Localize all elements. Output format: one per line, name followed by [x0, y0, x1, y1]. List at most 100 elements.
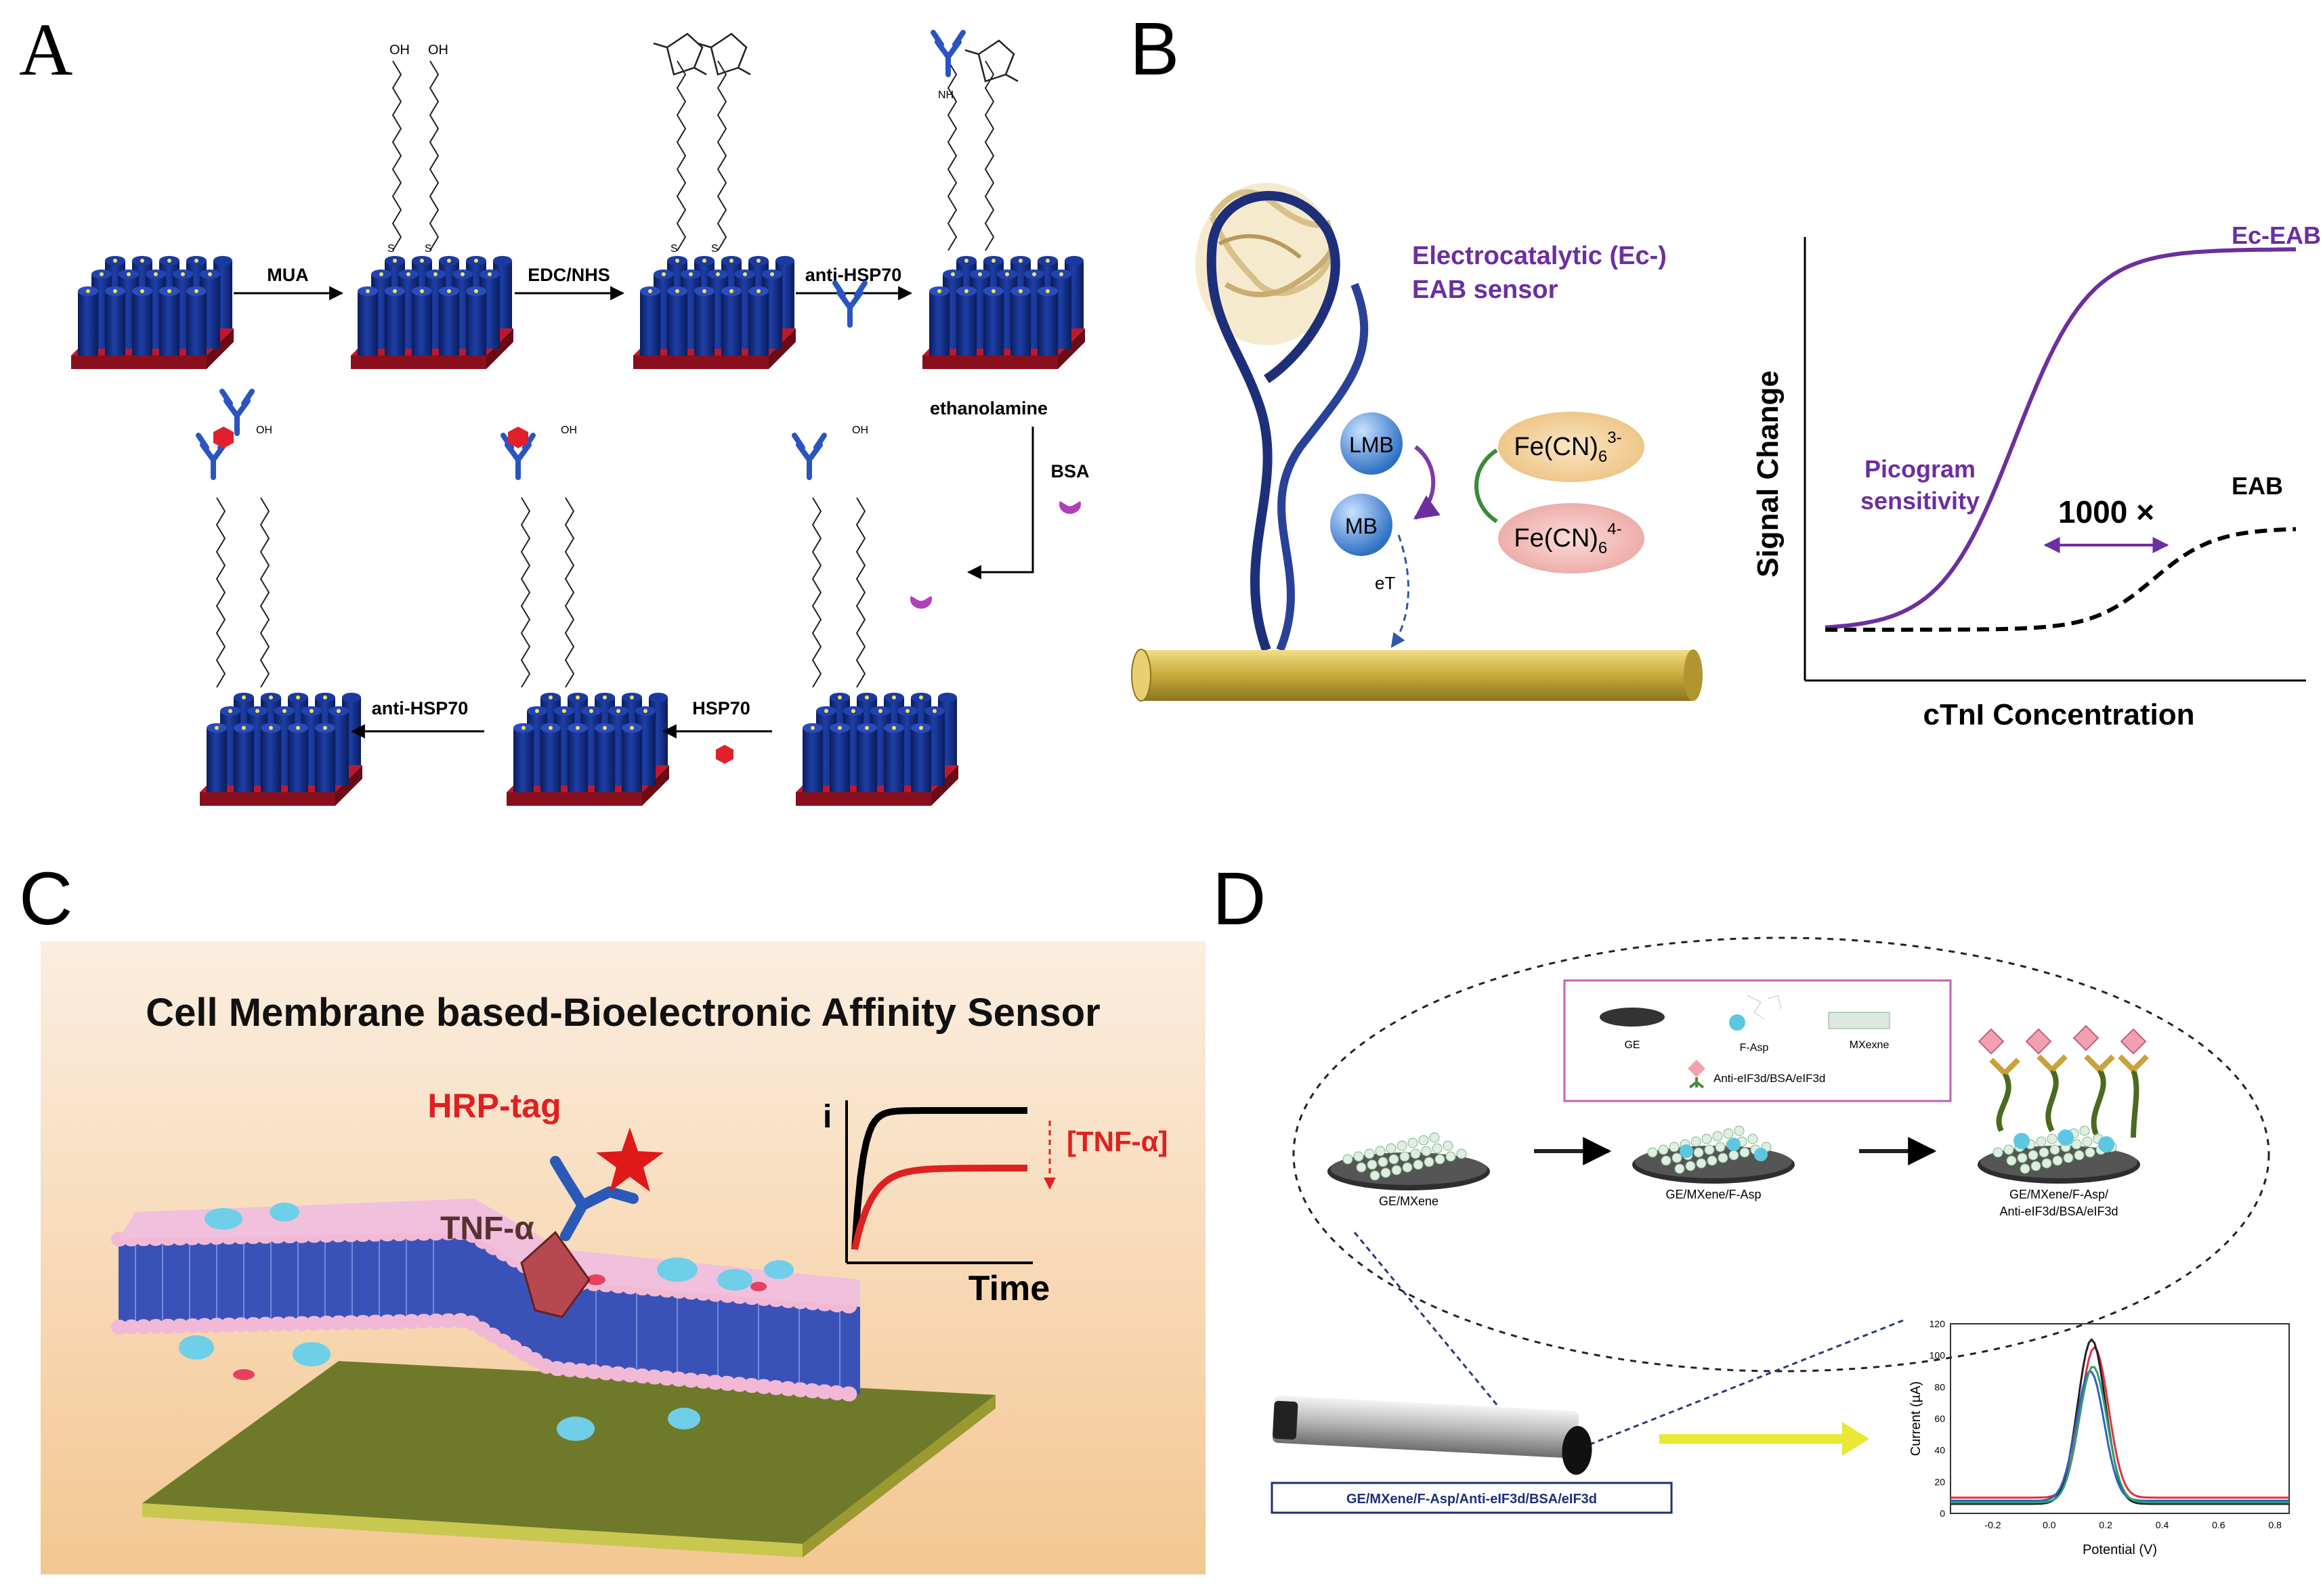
blocked-chains: OH [794, 425, 868, 688]
immunocomplex-stack [1978, 1025, 2149, 1152]
chart-y-label: Signal Change [1751, 370, 1785, 578]
sensor-label: EAB sensor [1412, 276, 1558, 304]
dpv-x-tick: 0.8 [2268, 1519, 2282, 1530]
annotation-picogram: Picogram [1864, 455, 1976, 483]
dpv-x-tick: -0.2 [1984, 1519, 2001, 1530]
dpv-y-tick: 20 [1934, 1476, 1945, 1487]
svg-text:LMB: LMB [1349, 433, 1394, 457]
nanostructure-block [633, 256, 796, 369]
electron-transfer-label: eT [1375, 573, 1395, 593]
dpv-y-tick: 60 [1934, 1413, 1945, 1424]
series-eab-line [1825, 527, 2297, 632]
step-label-mua: MUA [267, 265, 309, 285]
dpv-curve [1951, 1371, 2289, 1502]
nanostructure-block [200, 693, 362, 806]
step-label-bsa: BSA [1050, 461, 1089, 481]
svg-text:OH: OH [852, 425, 868, 436]
svg-text:S: S [670, 243, 678, 255]
svg-text:MXexne: MXexne [1850, 1039, 1890, 1051]
svg-text:S: S [425, 243, 432, 255]
ge-mxene-f-asp-flake [1632, 1125, 1795, 1184]
svg-text:Fe(CN)64-: Fe(CN)64- [1514, 520, 1621, 557]
antibody-icon [835, 283, 865, 325]
panel-c-title: Cell Membrane based-Bioelectronic Affini… [146, 991, 1101, 1035]
electron-transfer-arrow [1390, 534, 1409, 648]
hrp-tag-star [596, 1127, 664, 1192]
nanostructure-block [351, 256, 513, 369]
ge-mxene-flake [1327, 1132, 1491, 1191]
redox-cycle-arrow [1413, 445, 1441, 520]
antibody-immobilized-chains: NH [933, 33, 1019, 251]
detection-antibody [550, 1156, 639, 1241]
mxene-legend-icon [1828, 1012, 1890, 1029]
tnf-label: TNF-α [440, 1211, 534, 1247]
curve-with-tnf [851, 1165, 1027, 1251]
bsa-icon [910, 596, 933, 609]
ferrocyanide-oval [1498, 503, 1644, 574]
svg-text:Anti-eIF3d/BSA/eIF3d: Anti-eIF3d/BSA/eIF3d [1713, 1072, 1825, 1085]
dpv-x-tick: 0.6 [2212, 1519, 2225, 1530]
aptamer-strand [1206, 191, 1340, 652]
dpv-x-tick: 0.4 [2156, 1519, 2169, 1530]
sensor-label: Electrocatalytic (Ec-) [1412, 242, 1667, 270]
hrp-label: HRP-tag [427, 1087, 561, 1125]
dpv-curve [1951, 1366, 2289, 1504]
series-ec-eab-label: Ec-EAB [2232, 221, 2321, 249]
svg-text:F-Asp: F-Asp [1740, 1042, 1769, 1054]
annotation-sensitivity: sensitivity [1860, 487, 1980, 515]
gold-substrate [142, 1361, 996, 1544]
fold-annotation: 1000 × [2058, 494, 2154, 530]
dpv-y-tick: 100 [1930, 1350, 1946, 1361]
electrode-label-box [1271, 1482, 1673, 1514]
dpv-y-tick: 120 [1930, 1318, 1946, 1329]
step-label-hsp70: HSP70 [692, 698, 750, 718]
dpv-y-label: Current (µA) [1909, 1381, 1923, 1456]
tnf-alpha-molecule [520, 1230, 591, 1318]
f-asp-legend-icon [1729, 1014, 1745, 1031]
mua-chains: OH OH S S [387, 43, 448, 255]
dpv-x-tick: 0.2 [2099, 1519, 2112, 1530]
inset-x-label: Time [968, 1269, 1050, 1308]
svg-text:OH: OH [389, 43, 410, 58]
inset-tnf-label: [TNF-α] [1067, 1125, 1168, 1157]
dpv-x-tick: 0.0 [2043, 1519, 2056, 1530]
step-label-anti-hsp70-2: anti-HSP70 [372, 698, 469, 718]
magnified-view-ellipse [1292, 936, 2270, 1373]
step-label-edc-nhs: EDC/NHS [528, 265, 610, 285]
svg-text:S: S [387, 243, 395, 255]
lipid-bilayer [111, 1199, 868, 1441]
redox-cycle-arrow [1474, 448, 1498, 523]
panel-label-a: A [19, 8, 72, 91]
dpv-y-tick: 40 [1934, 1445, 1945, 1456]
nanostructure-block [71, 256, 234, 369]
svg-text:S: S [711, 243, 719, 255]
bsa-icon [1059, 501, 1081, 514]
series-eab-label: EAB [2232, 472, 2283, 500]
panel-label-d: D [1212, 857, 1266, 941]
ge-legend-icon [1600, 1008, 1665, 1027]
step-label-anti-hsp70: anti-HSP70 [805, 265, 902, 285]
hsp70-bound-chains: OH [503, 425, 577, 688]
panel-d: D GE F-Asp MXexne Anti-eIF3d/BSA/eIF3d G… [1212, 857, 2290, 1557]
svg-text:OH: OH [561, 425, 577, 436]
sensitivity-chart: Signal Change cTnI Concentration Ec-EAB … [1751, 221, 2321, 731]
step-label-final-line2: Anti-eIF3d/BSA/eIF3d [1999, 1205, 2118, 1218]
series-ec-eab-line [1825, 247, 2296, 630]
dpv-y-tick: 0 [1940, 1508, 1945, 1519]
panel-b: B LMB MB eT Fe(CN)63- Fe(CN)64- Electroc… [1130, 7, 2321, 731]
graphite-electrode [1272, 1395, 1592, 1475]
panel-label-c: C [19, 857, 72, 941]
panel-c: C Cell Membrane based-Bioelectronic Affi… [19, 857, 1206, 1574]
gold-electrode [1131, 649, 1703, 702]
sandwich-chains: OH [198, 391, 272, 688]
panel-a: A OH OH S S S S NH [19, 8, 1090, 806]
svg-text:OH: OH [256, 425, 272, 436]
chart-x-label: cTnI Concentration [1923, 698, 2195, 731]
curve-without-tnf [851, 1107, 1027, 1250]
mb-redox-reporter [1330, 494, 1392, 556]
svg-text:NH: NH [938, 89, 954, 101]
step-label-ge-mxene: GE/MXene [1379, 1194, 1438, 1208]
nanostructure-block [507, 693, 669, 806]
